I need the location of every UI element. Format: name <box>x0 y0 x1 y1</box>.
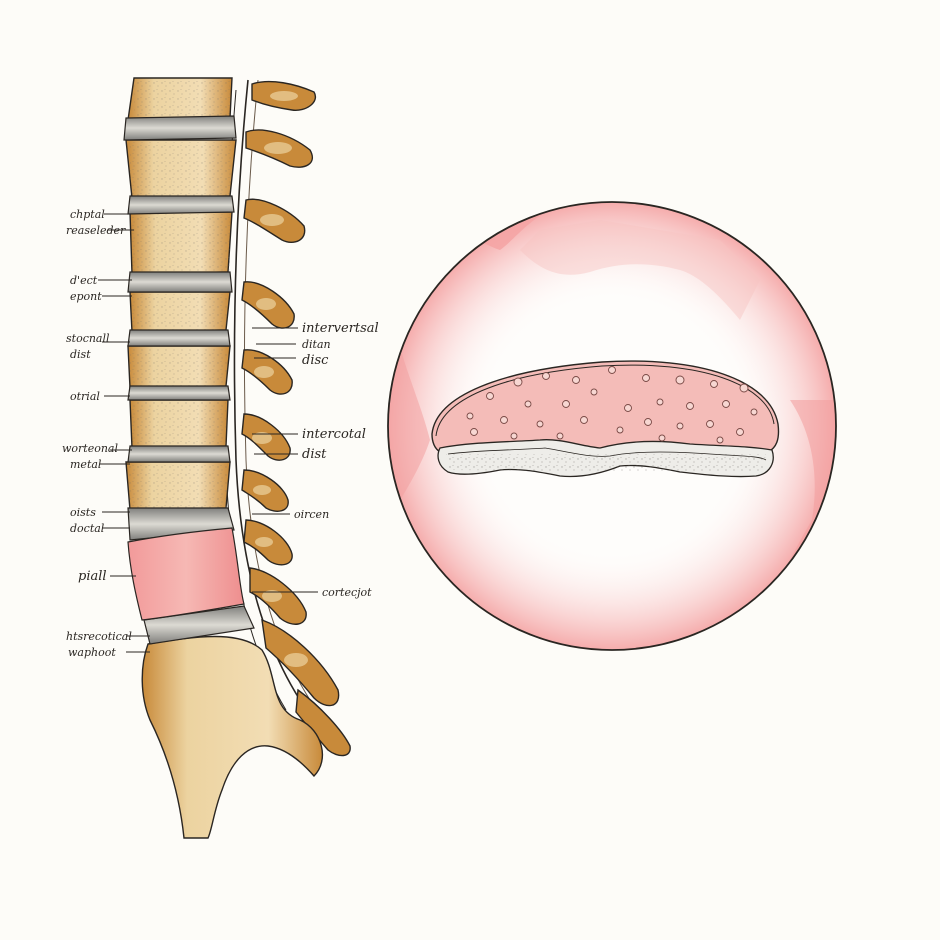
label-left-7-line1: piall <box>78 569 107 584</box>
nucleus-cells <box>466 366 758 444</box>
label-left-2-line2: epont <box>70 290 102 303</box>
label-right-2-line1: intercotal <box>302 427 366 442</box>
label-right-4-line1: cortecjot <box>322 586 372 599</box>
label-right-1-line1: intervertsal <box>302 321 379 336</box>
bone-texture <box>128 80 232 508</box>
spinous-highlights <box>252 91 308 667</box>
label-left-4-line1: otrial <box>70 390 100 403</box>
right-leader-lines <box>252 327 318 593</box>
right-labels: intervertsal ditan disc intercotal dist … <box>294 321 379 599</box>
label-left-5-line1: worteonal <box>62 442 118 455</box>
label-left-8-line2: waphoot <box>68 646 116 659</box>
label-right-1-line3: disc <box>302 353 329 368</box>
left-leader-lines <box>98 213 150 653</box>
left-labels: chptal reaseleder d'ect epont stocnall d… <box>62 208 132 659</box>
magnified-view <box>387 201 837 651</box>
label-left-6-line2: doctal <box>70 522 105 535</box>
label-left-1-line2: reaseleder <box>66 224 126 237</box>
label-left-1-line1: chptal <box>70 208 105 221</box>
label-left-8-line1: htsrecotical <box>66 630 132 643</box>
label-left-3-line2: dist <box>70 348 91 361</box>
label-right-3-line1: oircen <box>294 508 329 521</box>
label-left-6-line1: oists <box>70 506 96 519</box>
label-left-2-line1: d'ect <box>70 274 98 287</box>
label-right-2-line2: dist <box>302 447 327 462</box>
label-right-1-line2: ditan <box>302 338 331 351</box>
label-left-5-line2: metal <box>70 458 102 471</box>
label-left-3-line1: stocnall <box>66 332 110 345</box>
herniated-disc <box>127 527 245 621</box>
